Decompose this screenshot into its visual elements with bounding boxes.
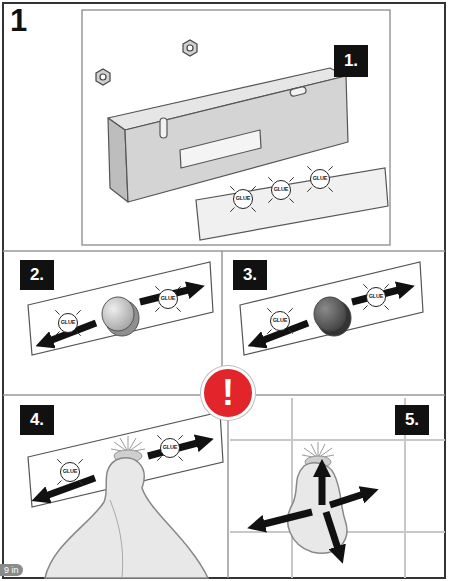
glue-text: GLUE xyxy=(236,196,250,202)
glue-indicator xyxy=(55,310,59,314)
cleaning-cloth xyxy=(45,458,208,578)
glue-text: GLUE xyxy=(61,320,75,326)
glue-indicator xyxy=(178,435,182,439)
glue-indicator xyxy=(57,480,61,484)
glue-text: GLUE xyxy=(273,318,287,324)
glue-text: GLUE xyxy=(313,176,327,182)
tile-grid xyxy=(230,398,445,578)
glue-text: GLUE xyxy=(369,294,383,300)
step-number-box: 5. xyxy=(395,405,429,435)
glue-point: GLUE xyxy=(271,180,291,200)
glue-point: GLUE xyxy=(58,313,78,333)
glue-text: GLUE xyxy=(274,187,288,193)
divider xyxy=(3,394,200,396)
glue-indicator xyxy=(268,198,272,202)
cloth-fold xyxy=(110,500,123,578)
step-number-box: 3. xyxy=(233,260,267,290)
glue-indicator xyxy=(78,480,82,484)
glue-point: GLUE xyxy=(158,289,178,309)
step-number-box: 1. xyxy=(334,45,368,77)
bracket xyxy=(108,68,348,202)
knob xyxy=(102,297,139,336)
step-number: 5. xyxy=(405,410,419,430)
glue-indicator xyxy=(307,187,311,191)
glue-indicator xyxy=(57,459,61,463)
step-number: 3. xyxy=(243,265,257,285)
figure-number: 1 xyxy=(10,3,27,39)
glue-indicator xyxy=(328,187,332,191)
move-arrow xyxy=(326,512,340,555)
move-arrow xyxy=(319,468,326,505)
glue-indicator xyxy=(267,308,271,312)
glue-point: GLUE xyxy=(310,169,330,189)
glue-indicator xyxy=(289,198,293,202)
mounting-plate xyxy=(28,262,213,355)
glue-indicator xyxy=(384,284,388,288)
glue-point: GLUE xyxy=(366,287,386,307)
step-number-box: 2. xyxy=(20,260,54,290)
glue-text: GLUE xyxy=(163,445,177,451)
move-arrow xyxy=(256,512,312,526)
glue-indicator xyxy=(157,456,161,460)
glue-indicator xyxy=(267,329,271,333)
glue-indicator xyxy=(288,308,292,312)
glue-indicator xyxy=(157,435,161,439)
step-number: 1. xyxy=(344,51,358,71)
glue-indicator xyxy=(76,310,80,314)
glue-point: GLUE xyxy=(60,462,80,482)
glue-point: GLUE xyxy=(160,438,180,458)
glue-indicator xyxy=(78,459,82,463)
mounting-plate xyxy=(240,262,423,355)
step-number-box: 4. xyxy=(20,405,54,435)
divider xyxy=(3,250,445,252)
divider xyxy=(221,251,223,368)
glue-indicator xyxy=(230,186,234,190)
glue-indicator xyxy=(288,329,292,333)
move-arrow xyxy=(330,492,370,505)
outer-frame xyxy=(3,3,445,578)
divider xyxy=(227,420,229,578)
divider xyxy=(256,394,445,396)
glue-indicator xyxy=(230,207,234,211)
warning-symbol: ! xyxy=(201,366,255,420)
warning-mark: ! xyxy=(222,372,234,414)
glue-indicator xyxy=(289,177,293,181)
glue-indicator xyxy=(251,186,255,190)
glue-indicator xyxy=(307,166,311,170)
glue-indicator xyxy=(363,284,367,288)
glue-indicator xyxy=(76,331,80,335)
panel-frame xyxy=(82,10,390,245)
watermark: 9 in xyxy=(0,564,23,576)
nut xyxy=(96,40,197,85)
glue-indicator xyxy=(176,286,180,290)
glue-text: GLUE xyxy=(161,296,175,302)
glue-indicator xyxy=(328,166,332,170)
glue-point: GLUE xyxy=(270,311,290,331)
glue-indicator xyxy=(363,305,367,309)
glue-indicator xyxy=(178,456,182,460)
step-number: 4. xyxy=(30,410,44,430)
glue-indicator xyxy=(268,177,272,181)
glue-indicator xyxy=(251,207,255,211)
knob xyxy=(314,297,351,336)
mounting-plate xyxy=(196,168,388,240)
glue-indicator xyxy=(155,307,159,311)
glue-text: GLUE xyxy=(63,469,77,475)
glue-indicator xyxy=(176,307,180,311)
glue-indicator xyxy=(384,305,388,309)
glue-indicator xyxy=(155,286,159,290)
step-number: 2. xyxy=(30,265,44,285)
glue-indicator xyxy=(55,331,59,335)
glue-point: GLUE xyxy=(233,189,253,209)
